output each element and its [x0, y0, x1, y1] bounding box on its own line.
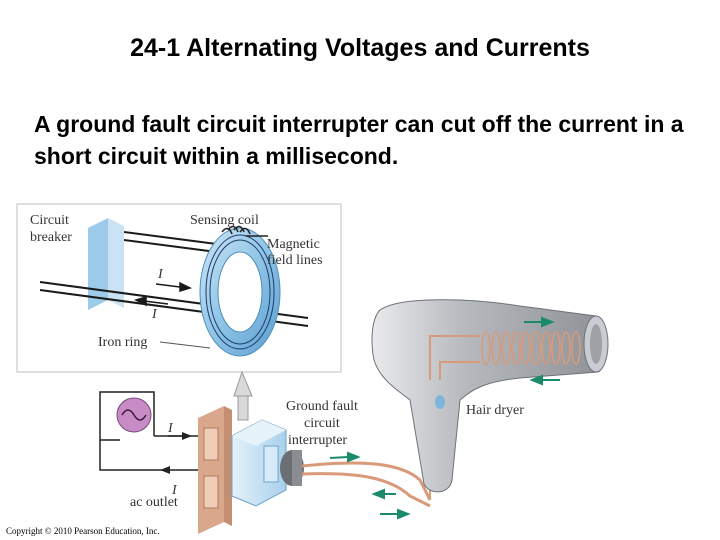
cord-current-arrows — [329, 451, 411, 520]
ac-source-circuit: I I — [99, 391, 205, 498]
dryer-switch — [435, 395, 445, 409]
label-hair-dryer: Hair dryer — [466, 403, 524, 418]
sensing-coil — [221, 225, 268, 237]
label-breaker: breaker — [30, 230, 72, 245]
slide-title: 24-1 Alternating Voltages and Currents — [130, 34, 590, 62]
iron-ring — [199, 227, 281, 357]
label-outlet-current-bottom: I — [171, 483, 178, 498]
label-current-top: I — [157, 267, 164, 282]
label-ground-fault: Ground fault — [286, 399, 358, 414]
hair-dryer: Hair dryer — [371, 299, 609, 493]
label-sensing-coil: Sensing coil — [190, 213, 259, 228]
copyright-notice: Copyright © 2010 Pearson Education, Inc. — [6, 526, 160, 536]
heating-coil — [481, 331, 581, 365]
label-circuit-word: circuit — [304, 416, 340, 431]
label-outlet-current-top: I — [167, 421, 174, 436]
label-ac-outlet: ac outlet — [130, 495, 178, 510]
label-interrupter: interrupter — [288, 433, 347, 448]
gfci-box: Ground fault circuit interrupter — [231, 399, 358, 507]
breaker-inset-panel: Circuit breaker Sensing coil Magnetic fi… — [16, 203, 342, 373]
plug — [280, 450, 304, 486]
inset-current-arrows — [133, 281, 193, 307]
label-circuit: Circuit — [30, 213, 69, 228]
zoom-pointer-arrow — [233, 370, 253, 421]
label-iron-ring: Iron ring — [98, 335, 147, 350]
label-magnetic: Magnetic — [267, 237, 320, 252]
dryer-current-arrows — [524, 316, 560, 386]
circuit-breaker-box — [88, 218, 124, 310]
label-field-lines: field lines — [267, 253, 323, 268]
slide-body-text: A ground fault circuit interrupter can c… — [34, 111, 684, 169]
ac-outlet: ac outlet — [130, 406, 232, 534]
label-current-bottom: I — [151, 307, 158, 322]
